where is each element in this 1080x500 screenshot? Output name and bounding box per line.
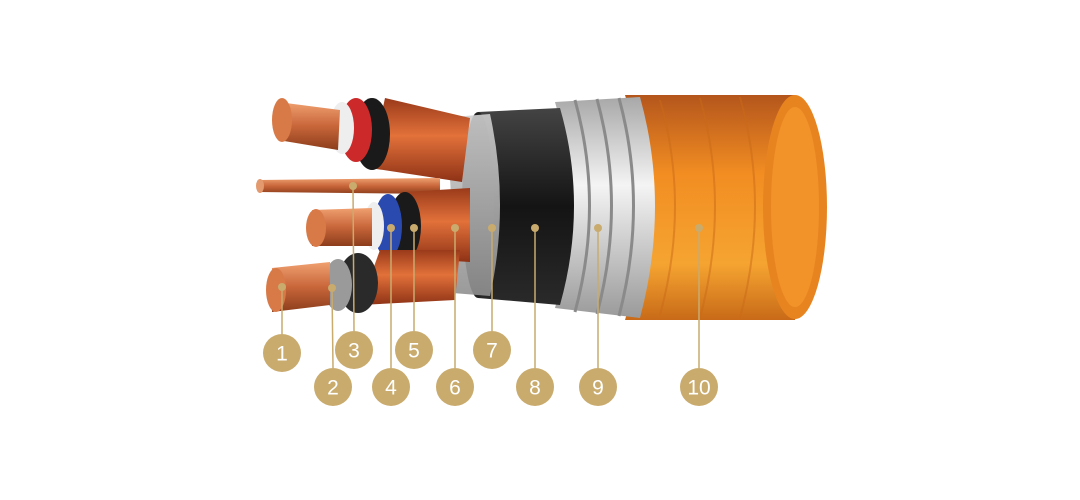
- callout-anchor-dot: [488, 224, 496, 232]
- callout-number: 6: [449, 377, 461, 400]
- callout-anchor-dot: [387, 224, 395, 232]
- armour-layer: [555, 97, 655, 318]
- callout-anchor-dot: [278, 283, 286, 291]
- callout-anchor-dot: [349, 182, 357, 190]
- callout-7: 7: [473, 224, 511, 369]
- callout-badge: [473, 331, 511, 369]
- callout-anchor-dot: [695, 224, 703, 232]
- callout-8: 8: [516, 224, 554, 406]
- callout-badge: [395, 331, 433, 369]
- callout-badge: [436, 368, 474, 406]
- callout-3: 3: [335, 182, 373, 369]
- callout-6: 6: [436, 224, 474, 406]
- callout-badge: [372, 368, 410, 406]
- callout-anchor-dot: [531, 224, 539, 232]
- callout-anchor-dot: [410, 224, 418, 232]
- callout-badge: [335, 331, 373, 369]
- callout-number: 10: [687, 377, 710, 400]
- callout-badge: [263, 334, 301, 372]
- callout-number: 8: [529, 377, 541, 400]
- callout-badge: [314, 368, 352, 406]
- callout-anchor-dot: [328, 284, 336, 292]
- core-black: [266, 250, 460, 313]
- callout-number: 1: [276, 343, 288, 366]
- callout-leader-line: [331, 287, 334, 369]
- callout-9: 9: [579, 224, 617, 406]
- callout-leader-line: [352, 185, 355, 332]
- callout-10: 10: [680, 224, 718, 406]
- callout-number: 9: [592, 377, 604, 400]
- callout-number: 3: [348, 340, 360, 363]
- core-red: [272, 98, 470, 182]
- callout-number: 4: [385, 377, 397, 400]
- callout-badge: [516, 368, 554, 406]
- callout-5: 5: [395, 224, 433, 369]
- callout-number: 2: [327, 377, 339, 400]
- callout-1: 1: [263, 283, 301, 372]
- callout-number: 5: [408, 340, 420, 363]
- callout-anchor-dot: [594, 224, 602, 232]
- outer-sheath: [625, 95, 827, 320]
- callout-anchor-dot: [451, 224, 459, 232]
- callout-number: 7: [486, 340, 498, 363]
- callout-badge: [680, 368, 718, 406]
- callout-badge: [579, 368, 617, 406]
- callout-4: 4: [372, 224, 410, 406]
- callout-2: 2: [314, 284, 352, 406]
